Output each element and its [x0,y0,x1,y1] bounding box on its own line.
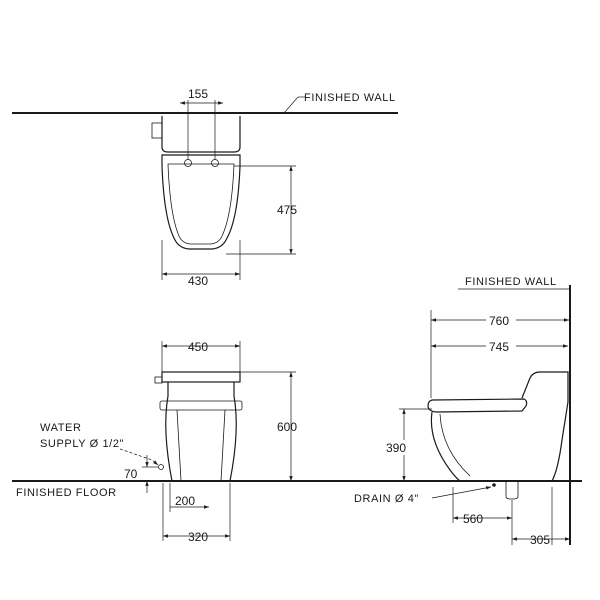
dim-top-width: 430 [188,274,208,288]
top-bowl-outline [161,154,241,250]
dim-drain-to-front: 560 [463,512,483,526]
top-button [151,122,163,139]
floor-label: FINISHED FLOOR [16,487,117,499]
dim-top-inlet-spacing: 155 [188,87,208,101]
top-inlet-right [211,159,219,167]
dim-rough-in: 305 [530,533,550,547]
drain-label: DRAIN Ø 4" [354,493,419,505]
front-view: FINISHED FLOOR 450 600 WATER SUPPLY Ø 1/… [12,340,582,544]
top-wall-label: FINISHED WALL [304,92,396,104]
top-view: FINISHED WALL 155 475 430 [12,87,398,288]
top-tank-outline [161,116,241,153]
side-wall-label: FINISHED WALL [465,276,557,288]
dim-side-overall: 760 [489,314,509,328]
dim-side-seat: 745 [489,340,509,354]
dim-front-width: 450 [188,340,208,354]
top-inlet-left [184,159,192,167]
water-supply-label-2: SUPPLY Ø 1/2" [40,438,124,450]
side-body-outline [430,401,569,482]
dim-seat-height: 390 [386,441,406,455]
water-supply-label-1: WATER [40,422,82,434]
side-seat-outline [427,398,528,413]
side-drain-pipe [505,481,519,500]
side-tank-outline [521,371,569,402]
dim-top-depth: 475 [277,203,297,217]
front-seat [159,400,243,411]
water-supply-point [158,464,164,470]
top-wall-leader [283,96,299,114]
dim-water-supply-height: 70 [124,467,138,481]
side-drain-dot [492,483,496,487]
side-view: FINISHED WALL 760 745 390 DRAIN Ø 4" 560 [354,276,571,547]
front-tank [161,371,241,383]
front-button [154,376,163,384]
dim-front-base-width: 320 [188,530,208,544]
dim-drain-offset: 200 [175,494,195,508]
top-lid-inner [167,163,235,245]
dim-front-height: 600 [277,420,297,434]
front-body-outline [165,382,237,482]
